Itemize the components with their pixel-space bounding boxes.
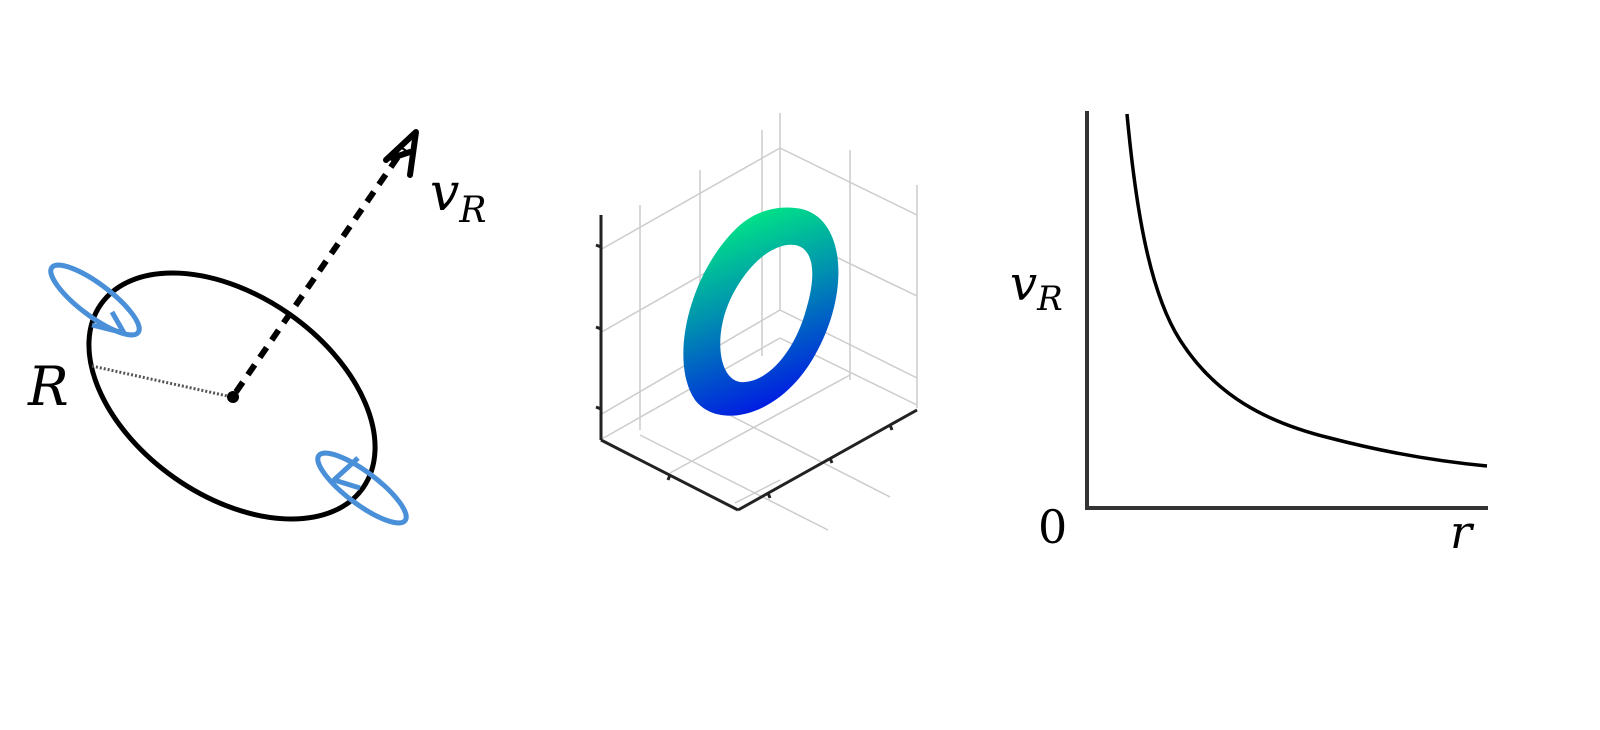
velocity-plot: vR 0 r bbox=[990, 0, 1530, 730]
center-dot bbox=[227, 391, 239, 403]
torus-3d-plot bbox=[560, 0, 960, 730]
y-axis-label: vR bbox=[1010, 256, 1063, 319]
circulation-arrow-top-icon bbox=[48, 262, 142, 338]
velocity-curve bbox=[1125, 113, 1488, 468]
velocity-plot-svg: vR 0 r bbox=[1010, 111, 1488, 559]
circulation-arrow-bottom-icon bbox=[315, 450, 409, 526]
grid-lines bbox=[599, 113, 918, 531]
axes bbox=[595, 215, 918, 512]
torus-shape bbox=[683, 207, 839, 416]
origin-label: 0 bbox=[1038, 500, 1067, 554]
vortex-ring-svg: R vR bbox=[27, 129, 487, 526]
torus-3d-svg bbox=[595, 113, 918, 531]
velocity-arrow-shaft bbox=[233, 146, 407, 394]
arrow-head-icon bbox=[383, 129, 419, 178]
radius-label: R bbox=[27, 355, 69, 418]
velocity-label: vR bbox=[430, 163, 487, 231]
plot-axes bbox=[1085, 111, 1488, 510]
vortex-ring-diagram: R vR bbox=[0, 0, 540, 730]
x-axis-label: r bbox=[1450, 505, 1475, 559]
radius-line bbox=[91, 364, 233, 399]
